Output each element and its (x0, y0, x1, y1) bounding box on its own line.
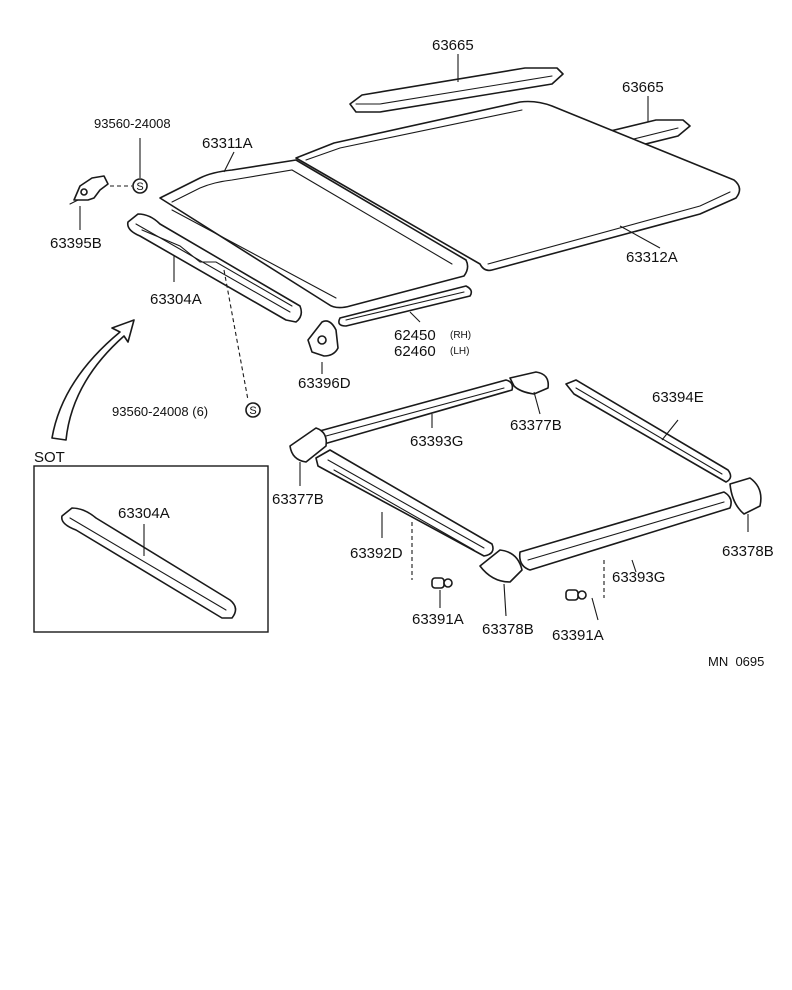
visor-part-a (349, 67, 564, 113)
label-weatherstrip-lh-side: (LH) (450, 346, 469, 357)
fastener-right (565, 589, 587, 601)
sunroof-rail (126, 213, 303, 323)
fastener-left (431, 577, 453, 589)
inset-box (33, 465, 269, 633)
corner-piece-left (289, 427, 328, 463)
label-bracket: 63395B (50, 235, 102, 252)
inset-arrow (51, 319, 135, 441)
roof-panel-front (159, 159, 469, 309)
screw-marker-top: S (132, 178, 148, 194)
clip-part (307, 320, 339, 357)
screw-marker-bottom: S (245, 402, 261, 418)
label-corner-left: 63377B (272, 491, 324, 508)
mounting-bracket (69, 175, 109, 205)
corner-piece-bottom (479, 549, 523, 583)
label-panel-rear: 63312A (626, 249, 678, 266)
label-visor-b: 63665 (622, 79, 664, 96)
corner-piece-right (729, 477, 762, 515)
weatherstrip (338, 285, 473, 327)
label-fastener-right: 63391A (552, 627, 604, 644)
label-inset-part: 63304A (118, 505, 170, 522)
label-rail-side-left: 63392D (350, 545, 403, 562)
label-rail-front: 63393G (410, 433, 463, 450)
label-visor-a: 63665 (432, 37, 474, 54)
label-screw-bottom: 93560-24008 (6) (112, 404, 208, 419)
frame-rail-side-right (565, 379, 732, 483)
label-clip: 63396D (298, 375, 351, 392)
label-weatherstrip-rh: 62450 (394, 327, 436, 344)
frame-rail-side-left (315, 449, 494, 557)
svg-text:S: S (136, 181, 143, 193)
label-corner-bottom: 63378B (482, 621, 534, 638)
label-panel-front: 63311A (202, 135, 253, 152)
label-screw-top: 93560-24008 (94, 116, 171, 131)
label-fastener-left: 63391A (412, 611, 464, 628)
label-rail-rear: 63393G (612, 569, 665, 586)
frame-rail-rear (518, 491, 732, 571)
corner-piece-top (509, 371, 550, 395)
label-corner-top: 63377B (510, 417, 562, 434)
roof-panel-rear (295, 100, 741, 272)
label-rail-side-right: 63394E (652, 389, 704, 406)
svg-text:S: S (249, 405, 256, 417)
label-rail-main: 63304A (150, 291, 202, 308)
label-weatherstrip-rh-side: (RH) (450, 330, 471, 341)
label-corner-right: 63378B (722, 543, 774, 560)
label-weatherstrip-lh: 62460 (394, 343, 436, 360)
label-inset: SOT (34, 449, 65, 466)
frame-rail-front (315, 379, 514, 445)
diagram-code: MN 0695 (708, 654, 764, 669)
